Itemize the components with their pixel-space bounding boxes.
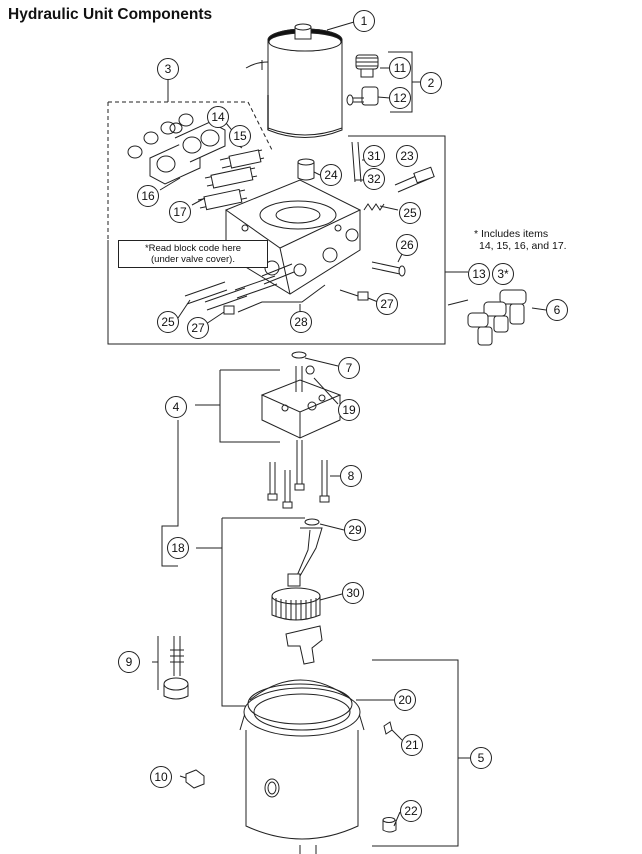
pump-drawing: [260, 351, 342, 439]
callout-29: 29: [344, 519, 366, 541]
cartridge-valves-drawing: [197, 149, 265, 211]
callout-8: 8: [340, 465, 362, 487]
fitting-drawing: [346, 86, 379, 106]
callout-16: 16: [137, 185, 159, 207]
callout-10: 10: [150, 766, 172, 788]
callout-32: 32: [363, 168, 385, 190]
callout-25-lower: 25: [157, 311, 179, 333]
callout-11: 11: [389, 57, 411, 79]
callout-4: 4: [165, 396, 187, 418]
includes-note-line1: * Includes items: [474, 228, 549, 240]
callout-31: 31: [363, 145, 385, 167]
callout-27-right: 27: [376, 293, 398, 315]
bolts-drawing: [267, 440, 330, 509]
callout-12: 12: [389, 87, 411, 109]
block-code-note: *Read block code here (under valve cover…: [118, 240, 268, 268]
callout-19: 19: [338, 399, 360, 421]
callout-20: 20: [394, 689, 416, 711]
callout-15: 15: [229, 125, 251, 147]
suction-tube-drawing: [287, 518, 323, 587]
callout-21: 21: [401, 734, 423, 756]
callout-1: 1: [353, 10, 375, 32]
callout-9: 9: [118, 651, 140, 673]
callout-3: 3: [157, 58, 179, 80]
lower-cartridges-drawing: [184, 263, 326, 313]
filter-drawing: [271, 587, 321, 621]
callout-3-star: 3*: [492, 263, 514, 285]
callout-5: 5: [470, 747, 492, 769]
relief-valve-drawing: [163, 636, 189, 700]
manifold-block-drawing: [224, 179, 362, 295]
reservoir-tank-drawing: [239, 679, 365, 854]
callout-2: 2: [420, 72, 442, 94]
page-title: Hydraulic Unit Components: [8, 6, 213, 23]
elbow-fittings-drawing: [467, 289, 527, 346]
includes-note-line2: 14, 15, 16, and 17.: [479, 240, 567, 252]
callout-28: 28: [290, 311, 312, 333]
includes-note: * Includes items 14, 15, 16, and 17.: [474, 228, 567, 252]
block-code-note-line1: *Read block code here: [144, 243, 242, 254]
motor-drawing: [245, 23, 343, 138]
callout-14: 14: [207, 106, 229, 128]
leader-lines: [159, 21, 547, 827]
callout-13: 13: [468, 263, 490, 285]
callout-6: 6: [546, 299, 568, 321]
callout-22: 22: [400, 800, 422, 822]
solenoid-coils-drawing: [127, 113, 226, 185]
callout-30: 30: [342, 582, 364, 604]
callout-17: 17: [169, 201, 191, 223]
callout-23: 23: [396, 145, 418, 167]
callout-26: 26: [396, 234, 418, 256]
breather-cap-drawing: [355, 54, 379, 78]
callout-7: 7: [338, 357, 360, 379]
callout-18: 18: [167, 537, 189, 559]
callout-27-left: 27: [187, 317, 209, 339]
block-code-note-line2: (under valve cover).: [151, 254, 235, 265]
callout-25-upper: 25: [399, 202, 421, 224]
callout-24: 24: [320, 164, 342, 186]
